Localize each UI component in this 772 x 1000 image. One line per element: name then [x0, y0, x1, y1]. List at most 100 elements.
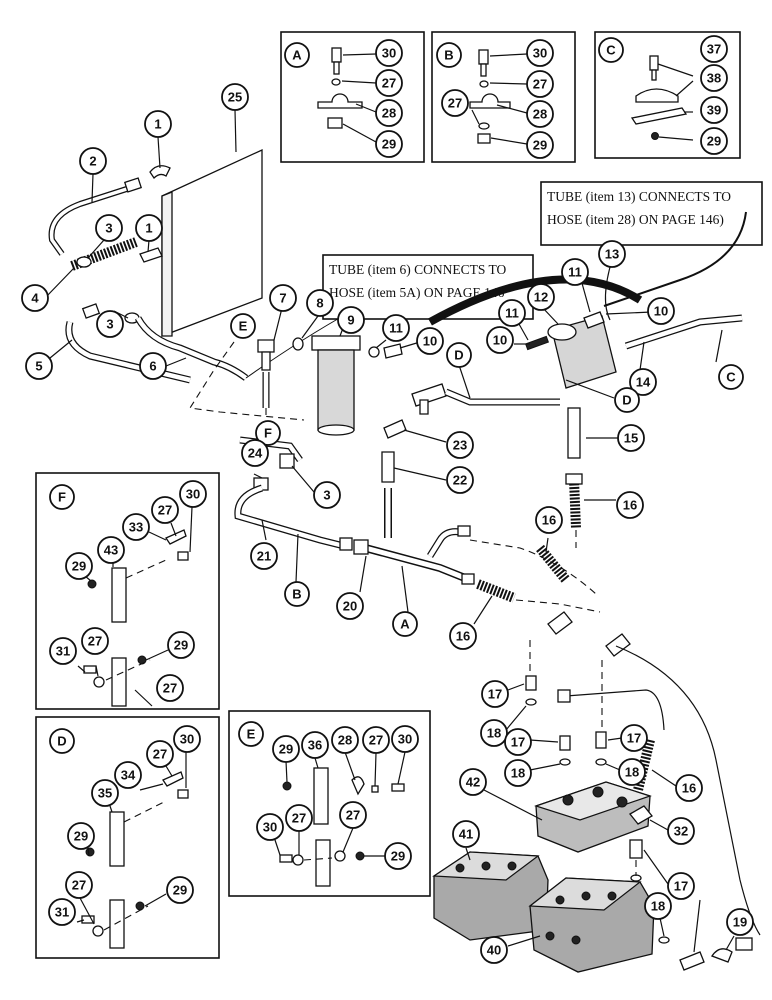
callout-16d: 16	[675, 774, 703, 802]
svg-text:10: 10	[493, 333, 507, 348]
callout-tube-c: C	[718, 364, 744, 390]
svg-text:6: 6	[149, 359, 156, 374]
svg-text:30: 30	[186, 487, 200, 502]
svg-text:16: 16	[623, 498, 637, 513]
callout-15: 15	[617, 424, 645, 452]
callout-1b: 1	[135, 214, 163, 242]
callout-17c: 17	[620, 724, 648, 752]
inset-b	[431, 31, 576, 163]
svg-text:27: 27	[369, 733, 383, 748]
svg-text:2: 2	[89, 154, 96, 169]
callout-inset-f-31: 31	[49, 637, 77, 665]
callout-tube-b: B	[284, 581, 310, 607]
svg-text:33: 33	[129, 520, 143, 535]
callout-1a: 1	[144, 110, 172, 138]
callout-4: 4	[21, 284, 49, 312]
svg-text:38: 38	[707, 71, 721, 86]
callout-21: 21	[250, 542, 278, 570]
callout-3b: 3	[96, 310, 124, 338]
svg-text:27: 27	[292, 811, 306, 826]
callout-inset-e-28: 28	[331, 726, 359, 754]
svg-text:D: D	[454, 348, 463, 363]
svg-text:23: 23	[453, 438, 467, 453]
callout-41: 41	[452, 820, 480, 848]
svg-text:D: D	[57, 734, 66, 749]
svg-text:24: 24	[248, 446, 263, 461]
callout-24: 24	[241, 439, 269, 467]
callout-14: 14	[629, 368, 657, 396]
svg-text:3: 3	[106, 317, 113, 332]
callout-inset-b-27b: 27	[441, 89, 469, 117]
svg-text:30: 30	[398, 732, 412, 747]
callout-7: 7	[269, 284, 297, 312]
callout-inset-f-27: 27	[151, 496, 179, 524]
callout-inset-b-29: 29	[526, 131, 554, 159]
callout-inset-f-43: 43	[97, 536, 125, 564]
svg-text:25: 25	[228, 90, 242, 105]
callout-inset-a-27: 27	[375, 69, 403, 97]
svg-text:5: 5	[35, 359, 42, 374]
callout-tube-f: F	[255, 420, 281, 446]
svg-text:17: 17	[488, 687, 502, 702]
callout-23: 23	[446, 431, 474, 459]
callout-inset-e-36: 36	[301, 731, 329, 759]
svg-text:43: 43	[104, 543, 118, 558]
svg-text:11: 11	[389, 321, 403, 336]
callout-13: 13	[598, 240, 626, 268]
svg-text:18: 18	[511, 766, 525, 781]
svg-text:E: E	[239, 319, 248, 334]
svg-text:29: 29	[382, 137, 396, 152]
callout-18d: 18	[644, 892, 672, 920]
note-tube6-line1: TUBE (item 6) CONNECTS TO	[329, 262, 506, 277]
callout-17a: 17	[481, 680, 509, 708]
svg-text:40: 40	[487, 943, 501, 958]
callout-18b: 18	[504, 759, 532, 787]
svg-text:42: 42	[466, 775, 480, 790]
callout-inset-c-letter: C	[598, 37, 624, 63]
callout-17b: 17	[504, 728, 532, 756]
callout-inset-e-27a: 27	[362, 726, 390, 754]
callout-22: 22	[446, 466, 474, 494]
svg-text:27: 27	[346, 808, 360, 823]
inset-c	[594, 31, 741, 159]
svg-text:A: A	[400, 617, 410, 632]
svg-text:10: 10	[423, 334, 437, 349]
svg-text:C: C	[726, 370, 736, 385]
callout-5: 5	[25, 352, 53, 380]
svg-text:8: 8	[316, 296, 323, 311]
callout-inset-d-27b: 27	[65, 871, 93, 899]
svg-text:29: 29	[72, 559, 86, 574]
callout-19: 19	[726, 908, 754, 936]
svg-text:21: 21	[257, 549, 271, 564]
note-tube6-line2: HOSE (item 5A) ON PAGE 146	[329, 285, 505, 300]
svg-text:36: 36	[308, 738, 322, 753]
svg-text:4: 4	[31, 291, 39, 306]
svg-text:A: A	[292, 48, 302, 63]
callout-tube-e: E	[230, 313, 256, 339]
svg-text:29: 29	[533, 138, 547, 153]
svg-text:12: 12	[534, 290, 548, 305]
callout-inset-f-29a: 29	[65, 552, 93, 580]
svg-text:28: 28	[533, 107, 547, 122]
callout-inset-a-29: 29	[375, 130, 403, 158]
svg-text:F: F	[264, 426, 272, 441]
main-assembly	[44, 109, 761, 973]
callout-inset-e-29b: 29	[384, 842, 412, 870]
svg-text:29: 29	[279, 742, 293, 757]
svg-text:29: 29	[174, 638, 188, 653]
svg-text:29: 29	[74, 829, 88, 844]
callout-3a: 3	[95, 214, 123, 242]
svg-text:35: 35	[98, 786, 112, 801]
callout-inset-e-30a: 30	[391, 725, 419, 753]
callout-18c: 18	[618, 758, 646, 786]
svg-text:30: 30	[533, 46, 547, 61]
callout-inset-f-33: 33	[122, 513, 150, 541]
callout-25: 25	[221, 83, 249, 111]
svg-text:32: 32	[674, 824, 688, 839]
callout-18a: 18	[480, 719, 508, 747]
callout-inset-e-29a: 29	[272, 735, 300, 763]
callout-inset-c-39: 39	[700, 96, 728, 124]
callout-42: 42	[459, 768, 487, 796]
svg-text:31: 31	[55, 905, 69, 920]
callout-inset-f-27c: 27	[156, 674, 184, 702]
